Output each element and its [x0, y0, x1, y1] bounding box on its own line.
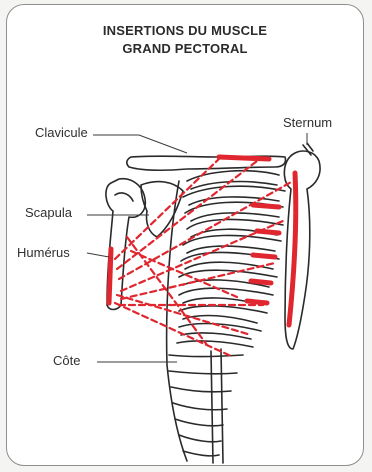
rib-lower-edge	[183, 316, 257, 323]
label-sternum: Sternum	[283, 115, 332, 130]
lower-rib	[169, 355, 243, 357]
insertion-rib	[253, 255, 275, 257]
leader-line-humerus	[87, 253, 109, 257]
label-cote: Côte	[53, 353, 80, 368]
rib	[177, 341, 253, 347]
label-humerus: Humérus	[17, 245, 70, 260]
humerus-head-line	[115, 193, 133, 201]
insertion-rib	[253, 205, 279, 207]
insertion-rib	[247, 301, 267, 303]
diagram-card: INSERTIONS DU MUSCLE GRAND PECTORAL	[6, 4, 364, 466]
lower-rib	[175, 419, 223, 426]
rib	[179, 324, 261, 331]
label-clavicule: Clavicule	[35, 125, 88, 140]
muscle-fiber	[115, 157, 221, 259]
rib	[179, 306, 267, 313]
insertion-clavicle	[219, 157, 269, 159]
leader-line-clavicule	[93, 135, 187, 153]
muscle-fiber	[115, 303, 233, 357]
insertion-humerus	[109, 249, 111, 303]
insertion-rib	[251, 281, 271, 283]
spine	[211, 349, 223, 463]
lower-rib	[179, 435, 221, 442]
lower-rib	[173, 403, 227, 410]
anatomy-illustration	[7, 5, 364, 466]
label-scapula: Scapula	[25, 205, 72, 220]
lower-rib	[169, 371, 237, 374]
